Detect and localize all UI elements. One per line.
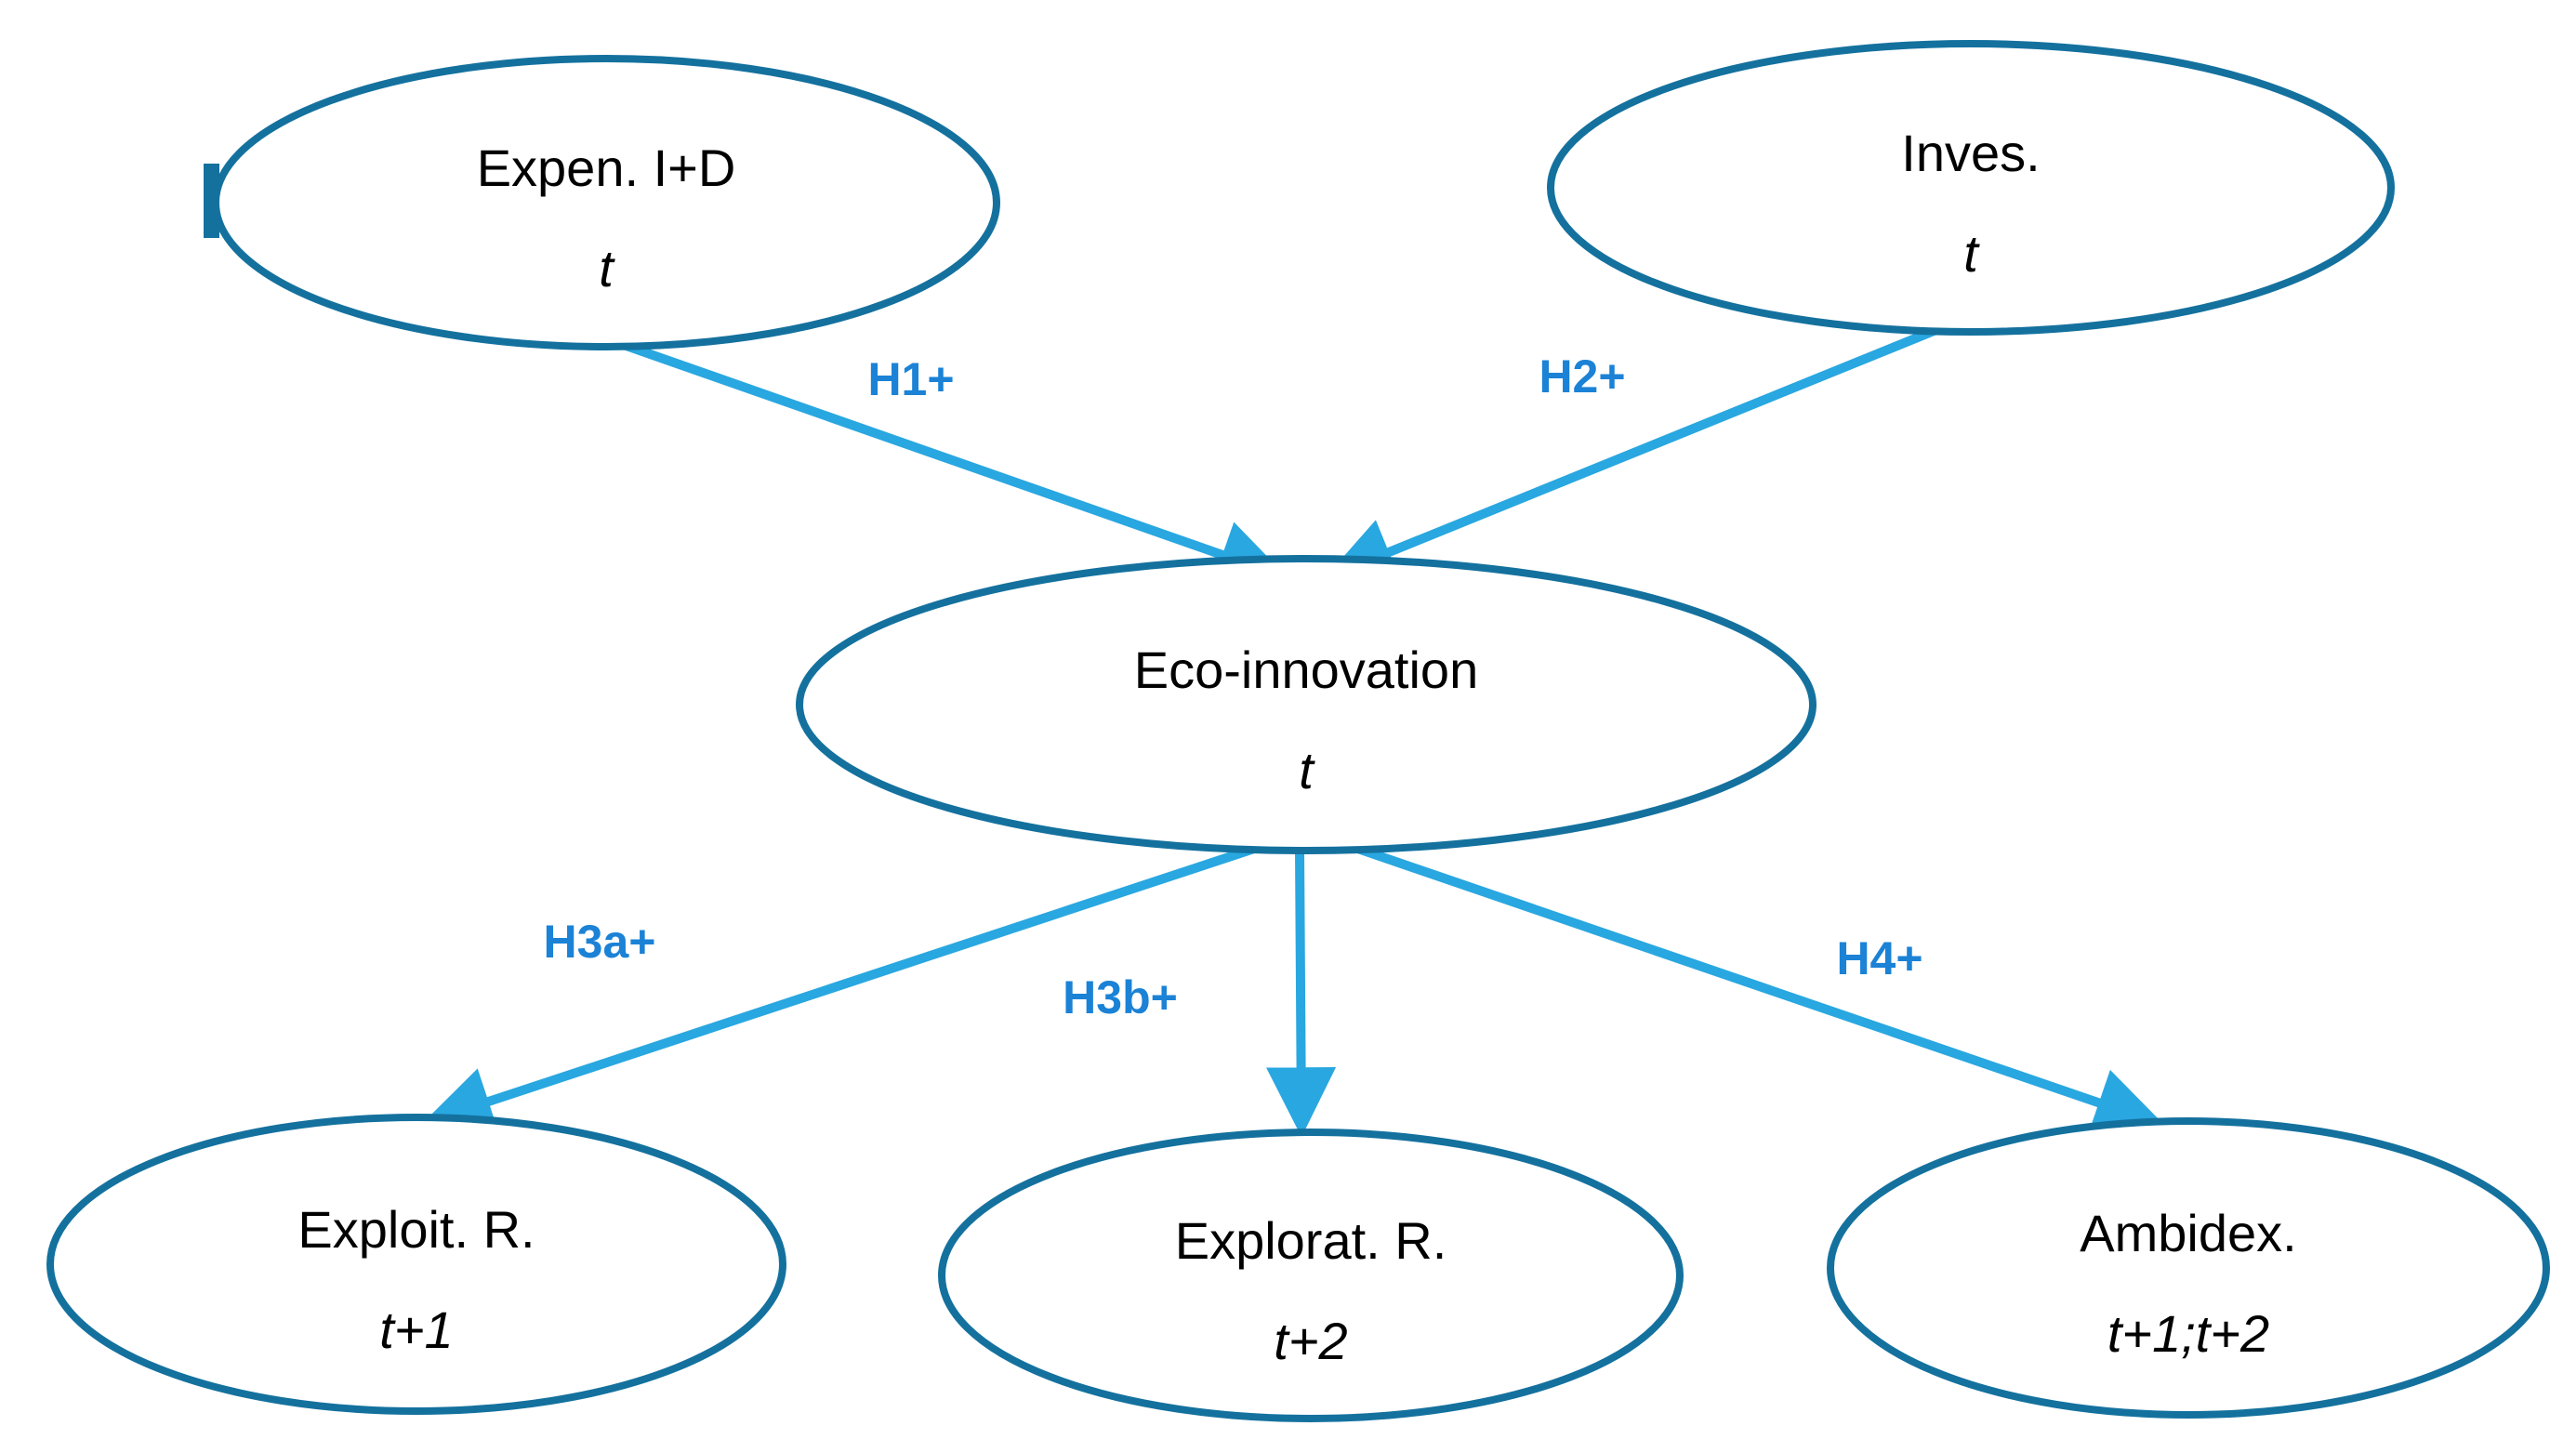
arrow-h3b bbox=[1266, 849, 1337, 1138]
node-inves: Inves. t bbox=[1547, 40, 2395, 336]
node-label-exploit: Exploit. R. bbox=[297, 1200, 535, 1259]
node-time-inves: t bbox=[1963, 224, 1980, 283]
node-label-explorat: Explorat. R. bbox=[1175, 1211, 1447, 1270]
node-ellipse-inves bbox=[1547, 40, 2395, 336]
node-ellipse-explorat bbox=[938, 1129, 1684, 1422]
node-ambidex: Ambidex. t+1;t+2 bbox=[1827, 1117, 2550, 1419]
hypothesis-label-h3b: H3b+ bbox=[1063, 971, 1178, 1023]
ellipse-edge-notch bbox=[204, 164, 219, 238]
hypothesis-label-h2: H2+ bbox=[1539, 350, 1625, 403]
hypothesis-label-h3a: H3a+ bbox=[544, 916, 656, 968]
arrow-h2 bbox=[1324, 323, 1945, 585]
hypothesis-label-h1: H1+ bbox=[867, 353, 954, 405]
node-time-eco: t bbox=[1299, 741, 1315, 799]
node-ellipse-exploit bbox=[46, 1114, 786, 1415]
node-label-eco: Eco-innovation bbox=[1134, 640, 1478, 699]
arrows-layer bbox=[422, 323, 2165, 1138]
node-expen: Expen. I+D t bbox=[204, 55, 1000, 350]
hypothesis-labels-layer: H1+ H2+ H3a+ H3b+ H4+ bbox=[544, 350, 1923, 1023]
hypothesis-label-h4: H4+ bbox=[1836, 932, 1922, 984]
node-ellipse-eco bbox=[796, 555, 1816, 854]
arrow-h4 bbox=[1348, 841, 2165, 1136]
node-label-inves: Inves. bbox=[1901, 124, 2040, 182]
node-ellipse-ambidex bbox=[1827, 1117, 2550, 1419]
node-time-explorat: t+2 bbox=[1274, 1312, 1347, 1370]
node-exploit: Exploit. R. t+1 bbox=[46, 1114, 786, 1415]
arrow-h3a bbox=[422, 843, 1259, 1135]
arrow-h1 bbox=[619, 339, 1288, 588]
node-label-ambidex: Ambidex. bbox=[2080, 1204, 2296, 1262]
node-time-exploit: t+1 bbox=[379, 1300, 453, 1359]
node-explorat: Explorat. R. t+2 bbox=[938, 1129, 1684, 1422]
node-time-expen: t bbox=[599, 239, 615, 297]
node-time-ambidex: t+1;t+2 bbox=[2107, 1304, 2269, 1363]
node-eco: Eco-innovation t bbox=[796, 555, 1816, 854]
node-label-expen: Expen. I+D bbox=[477, 139, 736, 197]
node-ellipse-expen bbox=[212, 55, 1000, 350]
